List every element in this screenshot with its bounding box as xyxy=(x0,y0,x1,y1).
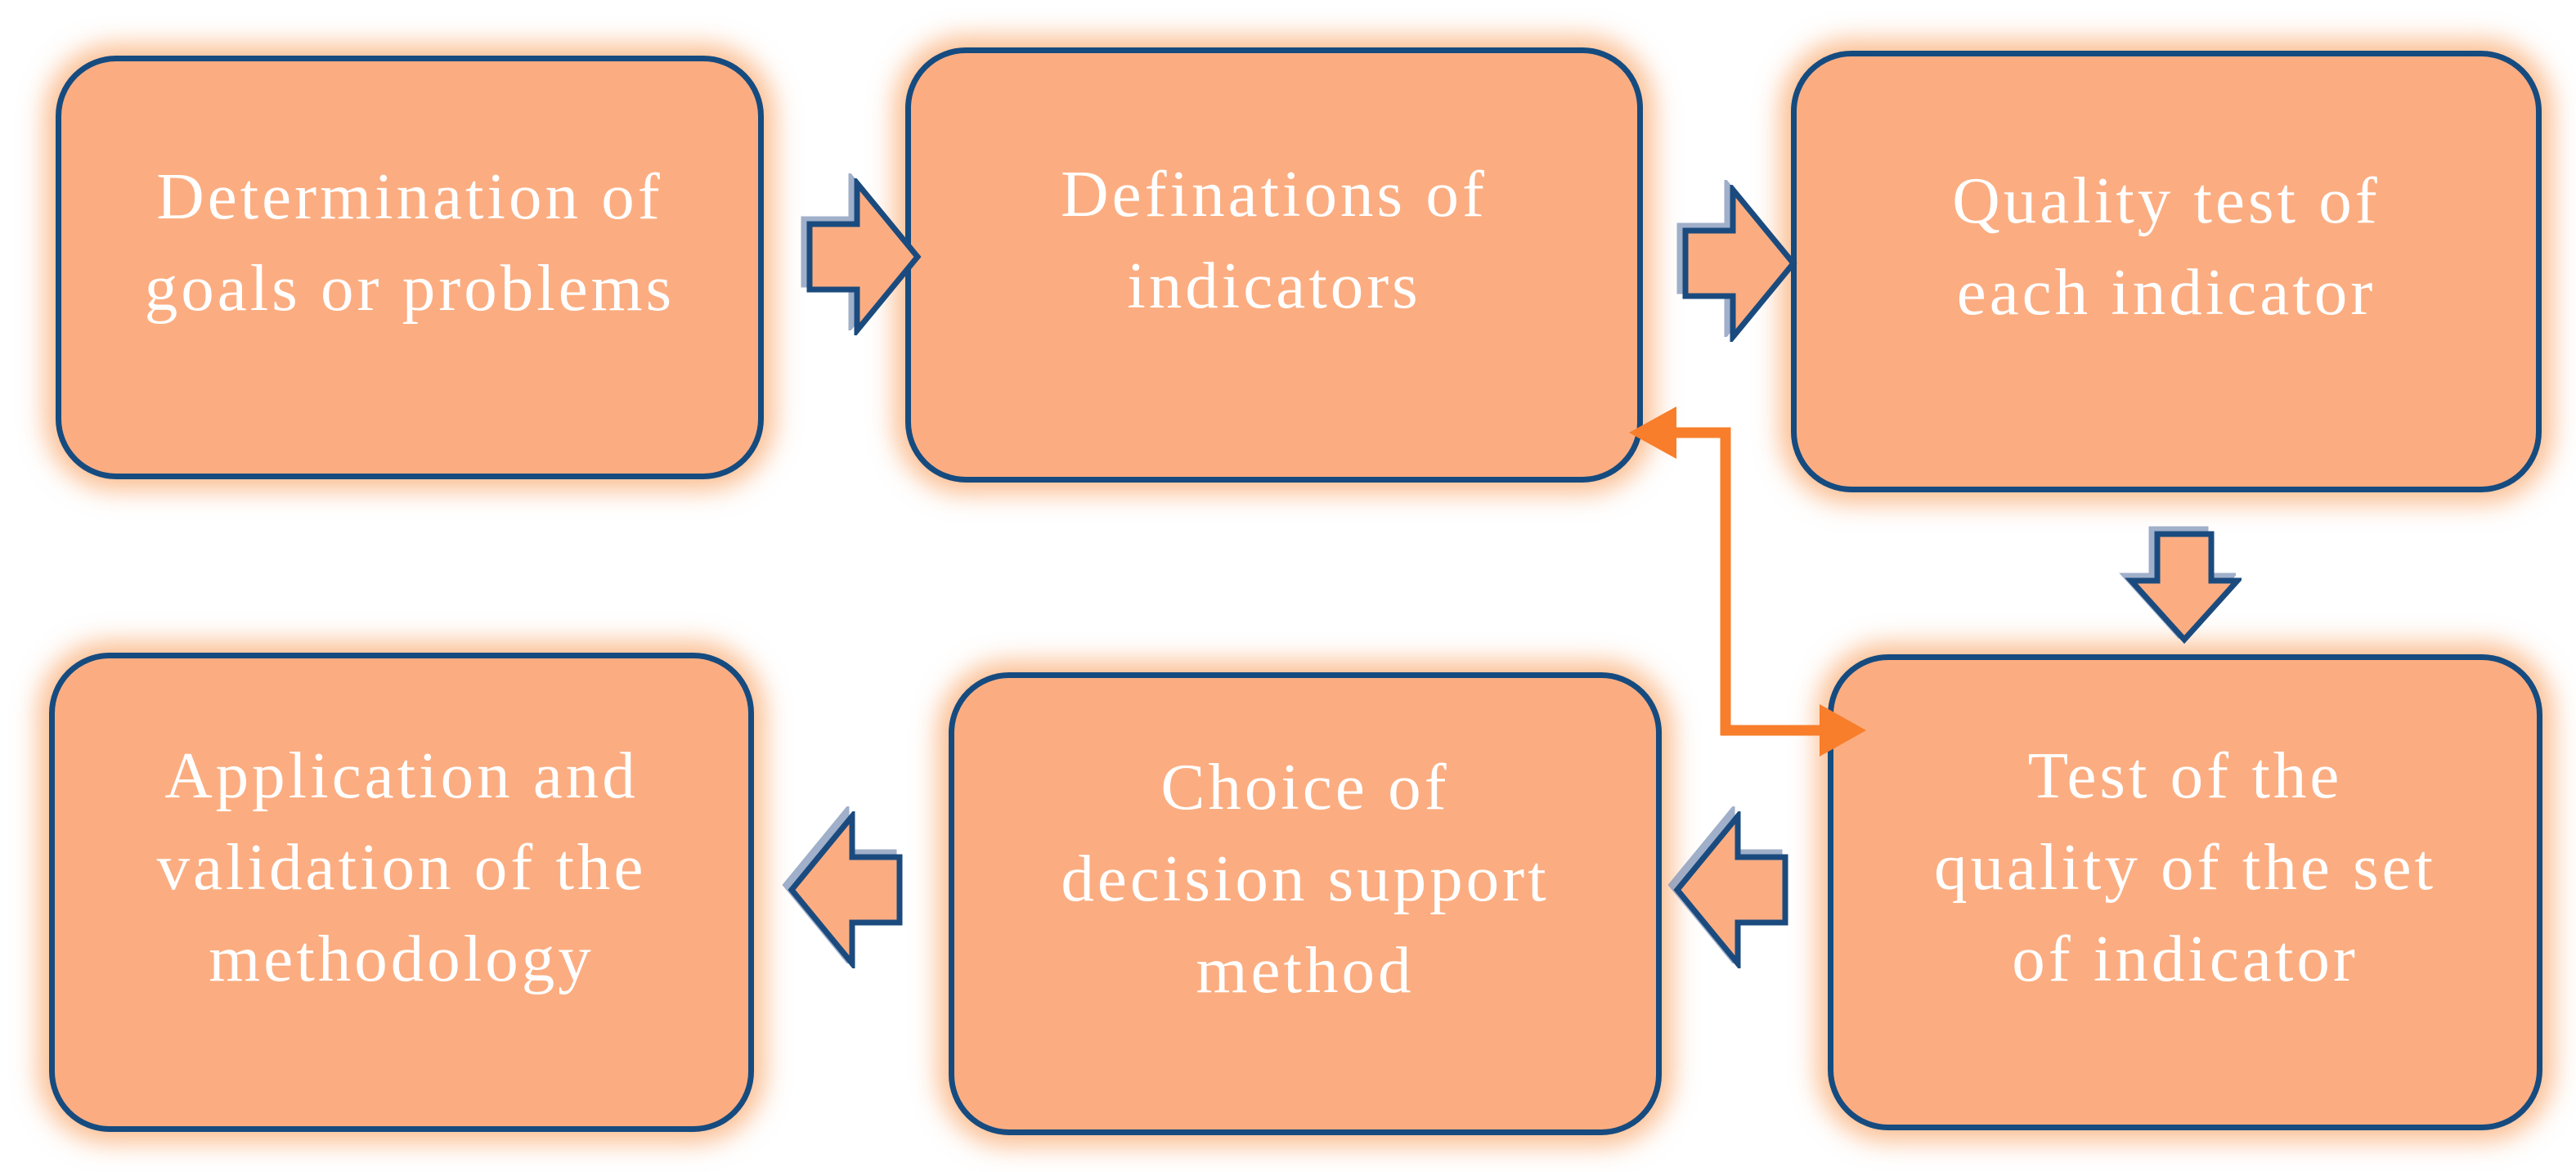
feedback-elbow-line xyxy=(1674,427,1821,736)
down-arrow-quality-test-to-set-test-icon xyxy=(2125,531,2242,644)
box-line: quality of the set xyxy=(1933,830,2437,905)
box-line: Determination of xyxy=(156,159,663,234)
feedback-elbow-double-arrow-icon xyxy=(1629,406,1866,757)
flow-box-definations-of-indicators: Definations of indicators xyxy=(905,47,1643,483)
box-line: validation of the xyxy=(156,830,647,905)
feedback-arrowhead-right xyxy=(1820,704,1866,757)
box-line: goals or problems xyxy=(144,251,675,325)
flow-box-quality-test-each-indicator: Quality test of each indicator xyxy=(1791,51,2542,492)
box-line: methodology xyxy=(209,921,595,995)
left-arrow-set-test-to-method-choice-icon xyxy=(1673,811,1788,968)
box-line: Definations of xyxy=(1061,157,1488,231)
right-arrow-definations-to-quality-test-icon xyxy=(1682,185,1797,342)
flow-box-choice-of-decision-method: Choice of decision support method xyxy=(949,672,1662,1135)
box-line: each indicator xyxy=(1956,255,2376,329)
box-line: of indicator xyxy=(2012,921,2358,995)
right-arrow-shape xyxy=(806,178,922,335)
flow-box-test-quality-of-set: Test of the quality of the set of indica… xyxy=(1828,654,2542,1130)
box-line: decision support xyxy=(1061,842,1550,916)
box-line: indicators xyxy=(1127,249,1421,322)
box-line: Choice of xyxy=(1160,750,1450,824)
box-line: method xyxy=(1196,932,1415,1007)
flow-box-determination-of-goals: Determination of goals or problems xyxy=(56,56,764,479)
flow-box-application-validation: Application and validation of the method… xyxy=(49,653,754,1132)
box-line: Application and xyxy=(164,739,639,813)
right-arrow-goals-to-definations-icon xyxy=(806,178,922,335)
left-arrow-shape xyxy=(788,811,903,968)
right-arrow-shape xyxy=(1682,185,1797,342)
left-arrow-method-choice-to-application-icon xyxy=(788,811,903,968)
down-arrow-shape xyxy=(2125,531,2242,644)
box-line: Test of the xyxy=(2027,739,2343,813)
box-line: Quality test of xyxy=(1952,164,2381,238)
feedback-arrowhead-left xyxy=(1629,406,1676,459)
left-arrow-shape xyxy=(1673,811,1788,968)
